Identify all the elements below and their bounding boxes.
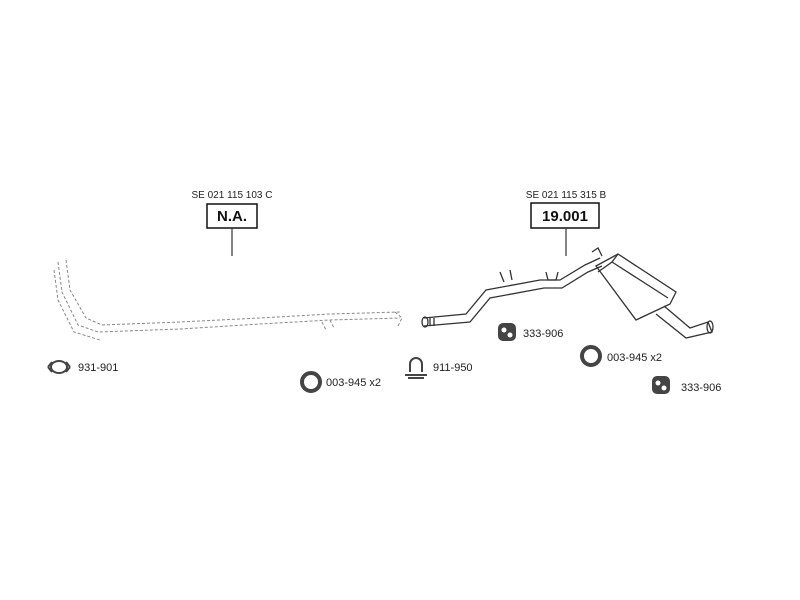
part-333-906-lower[interactable]: 333-906: [652, 376, 721, 394]
clamp-icon: [47, 360, 71, 374]
part-code: 333-906: [681, 382, 721, 394]
part-333-906-upper[interactable]: 333-906: [498, 323, 563, 341]
part-003-945-right[interactable]: 003-945 x2: [580, 345, 662, 367]
assembly-box-rear[interactable]: [530, 202, 600, 229]
assembly-label-rear: 19.001: [542, 208, 588, 225]
gasket-ring-icon: [580, 345, 602, 367]
rear-pipe-inlet: [421, 316, 429, 328]
front-pipe-dashed: [53, 259, 403, 341]
rear-pipe-top: [423, 257, 601, 319]
front-pipe-joint: [321, 319, 335, 331]
rear-pipe-hanger-b: [545, 271, 559, 281]
part-code: 003-945 x2: [607, 352, 662, 364]
tailpipe-outlet: [706, 320, 714, 334]
silencer-seam: [611, 261, 669, 299]
part-003-945-left[interactable]: 003-945 x2: [300, 371, 381, 393]
silencer-body: [595, 253, 677, 321]
front-pipe-outline-top: [57, 261, 401, 333]
part-code: 003-945 x2: [326, 377, 381, 389]
assembly-label-front: N.A.: [217, 208, 247, 225]
rear-pipe-bracket: [591, 247, 603, 257]
gasket-ring-icon: [300, 371, 322, 393]
rear-silencer-drawing: [421, 247, 714, 339]
part-code: 911-950: [433, 362, 473, 374]
rear-pipe-inlet-ribs: [429, 318, 435, 326]
part-911-950[interactable]: 911-950: [405, 357, 473, 379]
assembly-rear-silencer: SE 021 115 315 B 19.001: [526, 190, 607, 256]
rubber-hanger-icon: [652, 376, 670, 394]
part-code: 333-906: [523, 328, 563, 340]
tailpipe: [655, 305, 713, 339]
u-bolt-clamp-icon: [405, 357, 427, 379]
assembly-ref-front: SE 021 115 103 C: [192, 190, 273, 201]
rubber-hanger-icon: [498, 323, 516, 341]
front-pipe-outline-bottom: [65, 259, 401, 326]
assembly-front-pipe: SE 021 115 103 C N.A.: [192, 190, 273, 256]
rear-pipe-bottom: [423, 265, 603, 327]
front-pipe-outline-outer: [53, 269, 101, 341]
part-code: 931-901: [78, 362, 118, 374]
rear-pipe-hanger-a: [499, 269, 513, 283]
front-pipe-flange: [394, 311, 403, 327]
part-931-901[interactable]: 931-901: [47, 360, 118, 374]
assembly-ref-rear: SE 021 115 315 B: [526, 190, 607, 201]
